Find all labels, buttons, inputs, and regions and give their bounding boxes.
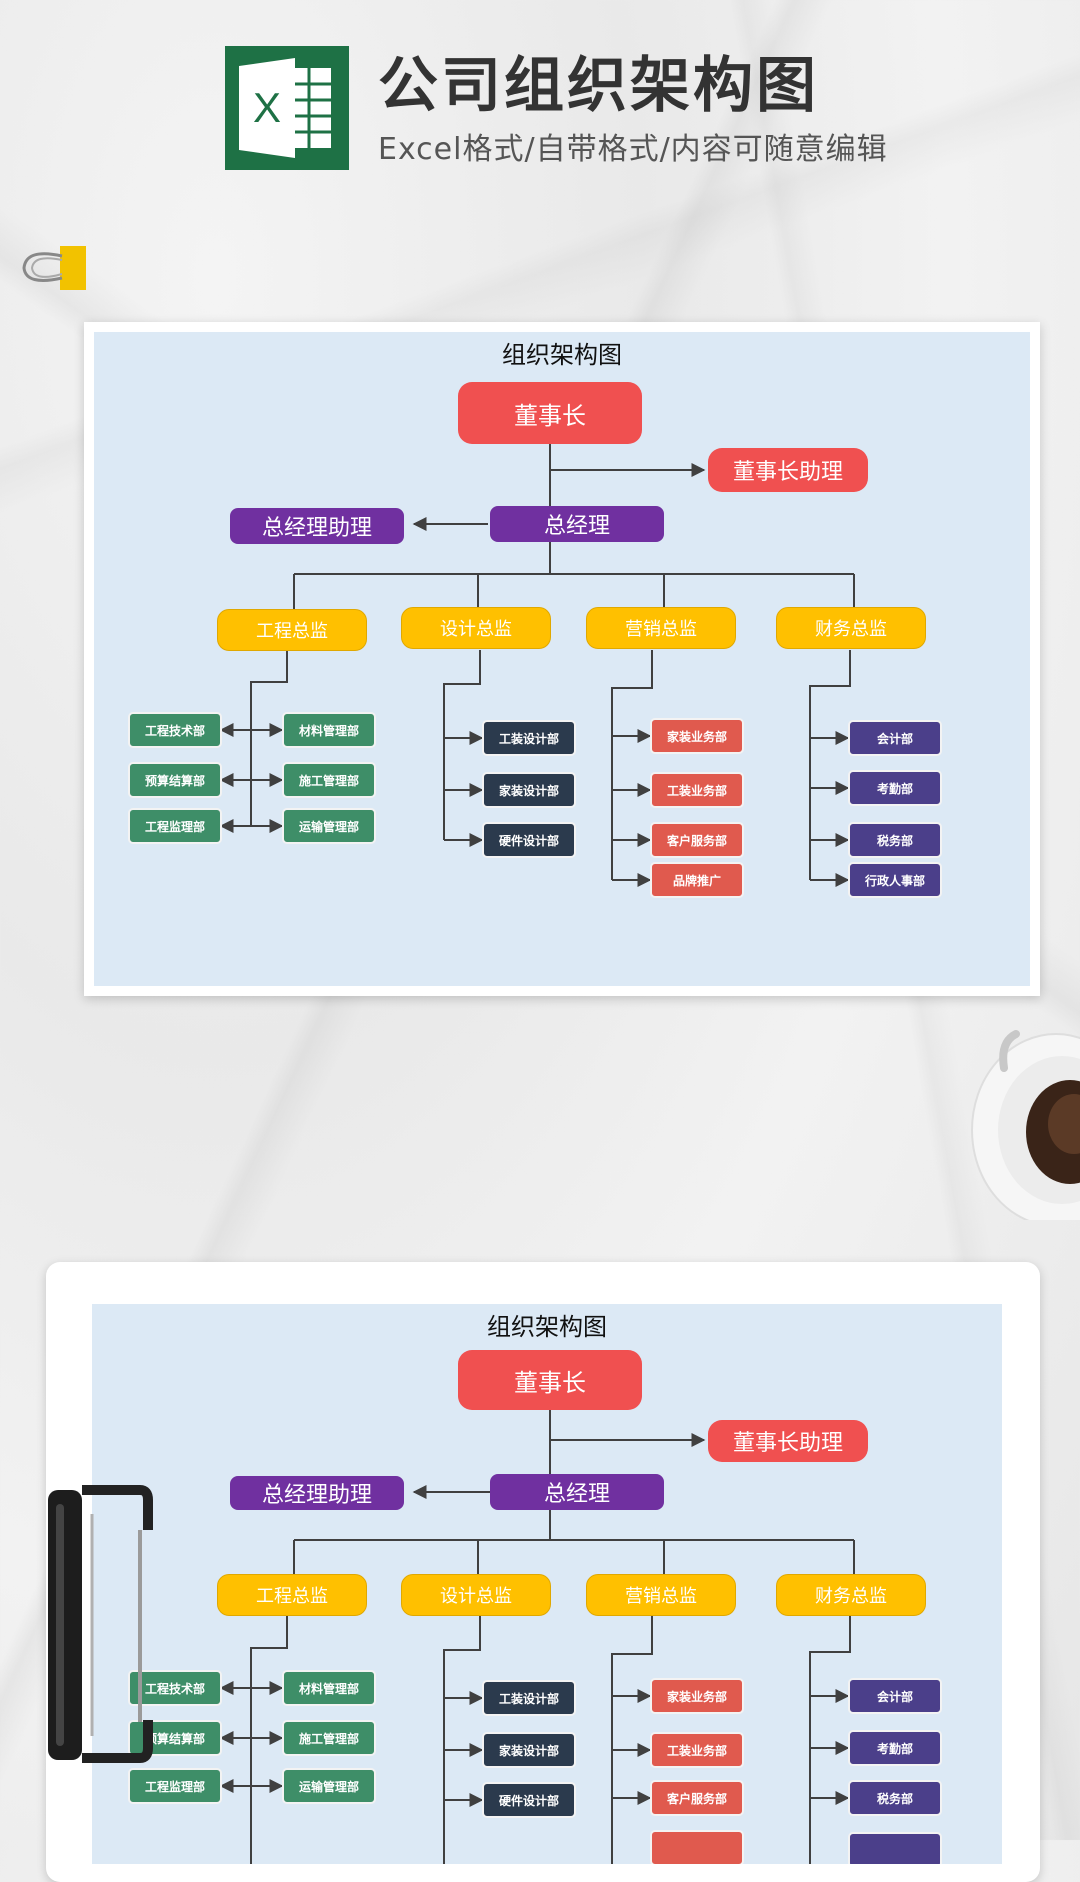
node-dept-budget: 预算结算部 bbox=[128, 762, 222, 798]
node-chairman-assistant-2: 董事长助理 bbox=[708, 1420, 868, 1462]
excel-icon: X bbox=[225, 46, 349, 170]
node-dept-design-hardware-2: 硬件设计部 bbox=[482, 1782, 576, 1818]
org-chart-sheet: 组织架构图 董事长 董事长助理 总经理 总经理助理 工程总监 设计总监 营销总监… bbox=[94, 332, 1030, 986]
node-general-manager-2: 总经理 bbox=[490, 1474, 664, 1510]
coffee-cup-icon bbox=[971, 1030, 1080, 1220]
node-director-marketing-2: 营销总监 bbox=[586, 1574, 736, 1616]
node-dept-tax: 税务部 bbox=[848, 822, 942, 858]
node-dept-transport-2: 运输管理部 bbox=[282, 1768, 376, 1804]
node-director-design: 设计总监 bbox=[401, 607, 551, 649]
node-chairman: 董事长 bbox=[458, 382, 642, 444]
node-dept-brand-2-partial bbox=[650, 1830, 744, 1864]
node-dept-materials-2: 材料管理部 bbox=[282, 1670, 376, 1706]
node-dept-materials: 材料管理部 bbox=[282, 712, 376, 748]
page-title: 公司组织架构图 bbox=[378, 51, 819, 121]
node-gm-assistant: 总经理助理 bbox=[230, 508, 404, 544]
node-dept-design-commercial: 工装设计部 bbox=[482, 720, 576, 756]
node-dept-brand: 品牌推广 bbox=[650, 862, 744, 898]
node-director-marketing: 营销总监 bbox=[586, 607, 736, 649]
node-dept-attendance-2: 考勤部 bbox=[848, 1730, 942, 1766]
clipboard-clip-icon bbox=[48, 1485, 153, 1763]
binder-clip-icon bbox=[22, 246, 86, 290]
node-dept-hr-admin: 行政人事部 bbox=[848, 862, 942, 898]
node-director-engineering-2: 工程总监 bbox=[217, 1574, 367, 1616]
node-dept-hr-admin-2-partial bbox=[848, 1832, 942, 1864]
node-dept-attendance: 考勤部 bbox=[848, 770, 942, 806]
node-general-manager: 总经理 bbox=[490, 506, 664, 542]
org-chart-title: 组织架构图 bbox=[502, 341, 622, 369]
node-dept-supervision: 工程监理部 bbox=[128, 808, 222, 844]
node-dept-supervision-2: 工程监理部 bbox=[128, 1768, 222, 1804]
node-dept-home-sales-2: 家装业务部 bbox=[650, 1678, 744, 1714]
node-dept-commercial-sales: 工装业务部 bbox=[650, 772, 744, 808]
node-dept-design-home-2: 家装设计部 bbox=[482, 1732, 576, 1768]
svg-text:X: X bbox=[253, 84, 281, 131]
node-dept-construction-2: 施工管理部 bbox=[282, 1720, 376, 1756]
org-chart-title-2: 组织架构图 bbox=[487, 1313, 607, 1341]
node-dept-eng-tech-2: 工程技术部 bbox=[128, 1670, 222, 1706]
node-chairman-assistant: 董事长助理 bbox=[708, 448, 868, 492]
node-dept-transport: 运输管理部 bbox=[282, 808, 376, 844]
node-dept-customer-service: 客户服务部 bbox=[650, 822, 744, 858]
node-dept-accounting-2: 会计部 bbox=[848, 1678, 942, 1714]
node-director-engineering: 工程总监 bbox=[217, 609, 367, 651]
node-dept-eng-tech: 工程技术部 bbox=[128, 712, 222, 748]
node-dept-accounting: 会计部 bbox=[848, 720, 942, 756]
node-director-design-2: 设计总监 bbox=[401, 1574, 551, 1616]
node-director-finance: 财务总监 bbox=[776, 607, 926, 649]
node-dept-design-commercial-2: 工装设计部 bbox=[482, 1680, 576, 1716]
node-dept-construction: 施工管理部 bbox=[282, 762, 376, 798]
node-dept-design-home: 家装设计部 bbox=[482, 772, 576, 808]
org-chart-sheet-clipboard: 组织架构图 董事长 董事长助理 总经理 总经理助理 工程总监 设计总监 营销总监… bbox=[92, 1304, 1002, 1864]
org-chart-connectors bbox=[219, 444, 855, 887]
page-header: X 公司组织架构图 Excel格式/自带格式/内容可随意编辑 bbox=[225, 46, 985, 176]
node-director-finance-2: 财务总监 bbox=[776, 1574, 926, 1616]
node-dept-design-hardware: 硬件设计部 bbox=[482, 822, 576, 858]
node-dept-home-sales: 家装业务部 bbox=[650, 718, 744, 754]
node-dept-commercial-sales-2: 工装业务部 bbox=[650, 1732, 744, 1768]
node-gm-assistant-2: 总经理助理 bbox=[230, 1476, 404, 1510]
node-dept-customer-service-2: 客户服务部 bbox=[650, 1780, 744, 1816]
org-chart-connectors-2 bbox=[219, 1410, 855, 1864]
page-subtitle: Excel格式/自带格式/内容可随意编辑 bbox=[378, 132, 888, 167]
node-chairman-2: 董事长 bbox=[458, 1350, 642, 1410]
node-dept-tax-2: 税务部 bbox=[848, 1780, 942, 1816]
